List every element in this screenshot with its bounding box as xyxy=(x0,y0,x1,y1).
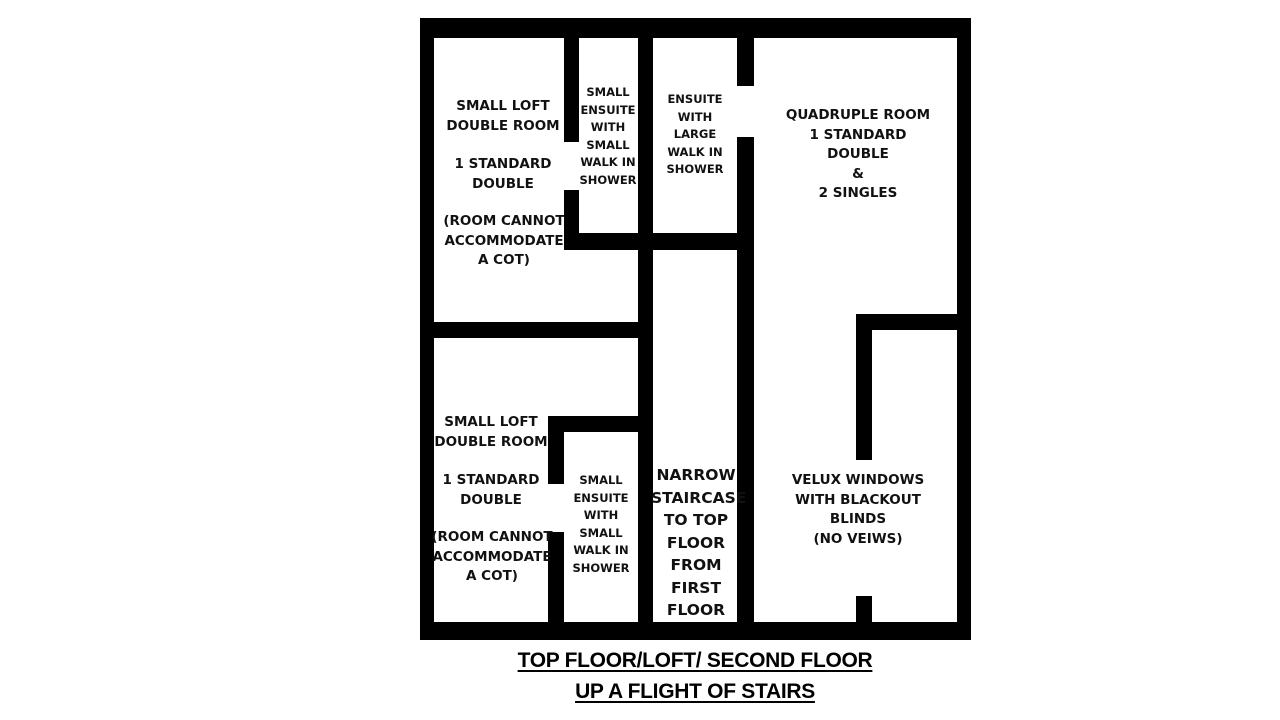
loft-room-2-note: (ROOM CANNOT ACCOMMODATE A COT) xyxy=(431,529,553,584)
outer-wall-bottom xyxy=(420,622,971,640)
wall-ensuite-large-right xyxy=(737,137,754,640)
velux-note-label: VELUX WINDOWS WITH BLACKOUT BLINDS (NO V… xyxy=(791,472,925,547)
wall-ensuite-row-bottom xyxy=(564,233,754,250)
wall-ensuite2-top xyxy=(548,416,653,432)
wall-quad-partition-vertical xyxy=(856,314,872,460)
wall-ensuite-large-stub xyxy=(737,18,754,86)
quad-room-label: QUADRUPLE ROOM 1 STANDARD DOUBLE & 2 SIN… xyxy=(785,107,931,201)
caption-line-2: UP A FLIGHT OF STAIRS xyxy=(575,680,815,703)
loft-room-1-note: (ROOM CANNOT ACCOMMODATE A COT) xyxy=(443,213,565,268)
wall-quad-partition-horizontal xyxy=(856,314,971,330)
loft-room-1-beds: 1 STANDARD DOUBLE xyxy=(454,156,552,192)
loft-room-2-name: SMALL LOFT DOUBLE ROOM xyxy=(434,414,548,450)
wall-ensuite2-left-upper xyxy=(548,416,564,484)
wall-quad-partition-stub xyxy=(856,596,872,640)
ensuite-2-label: SMALL ENSUITE WITH SMALL WALK IN SHOWER xyxy=(572,473,630,575)
wall-left-rooms-divider xyxy=(420,322,653,338)
loft-room-2-beds: 1 STANDARD DOUBLE xyxy=(442,472,540,508)
ensuite-large-label: ENSUITE WITH LARGE WALK IN SHOWER xyxy=(666,92,724,176)
caption-line-1: TOP FLOOR/LOFT/ SECOND FLOOR xyxy=(517,649,873,672)
staircase-label: NARROW STAIRCASE TO TOP FLOOR FROM FIRST… xyxy=(651,466,747,619)
ensuite-1-label: SMALL ENSUITE WITH SMALL WALK IN SHOWER xyxy=(579,85,637,187)
wall-ensuite1-left-upper xyxy=(564,18,579,142)
outer-wall-top xyxy=(420,18,971,38)
wall-ensuite2-left-lower xyxy=(548,532,564,640)
loft-room-1-name: SMALL LOFT DOUBLE ROOM xyxy=(446,98,560,134)
